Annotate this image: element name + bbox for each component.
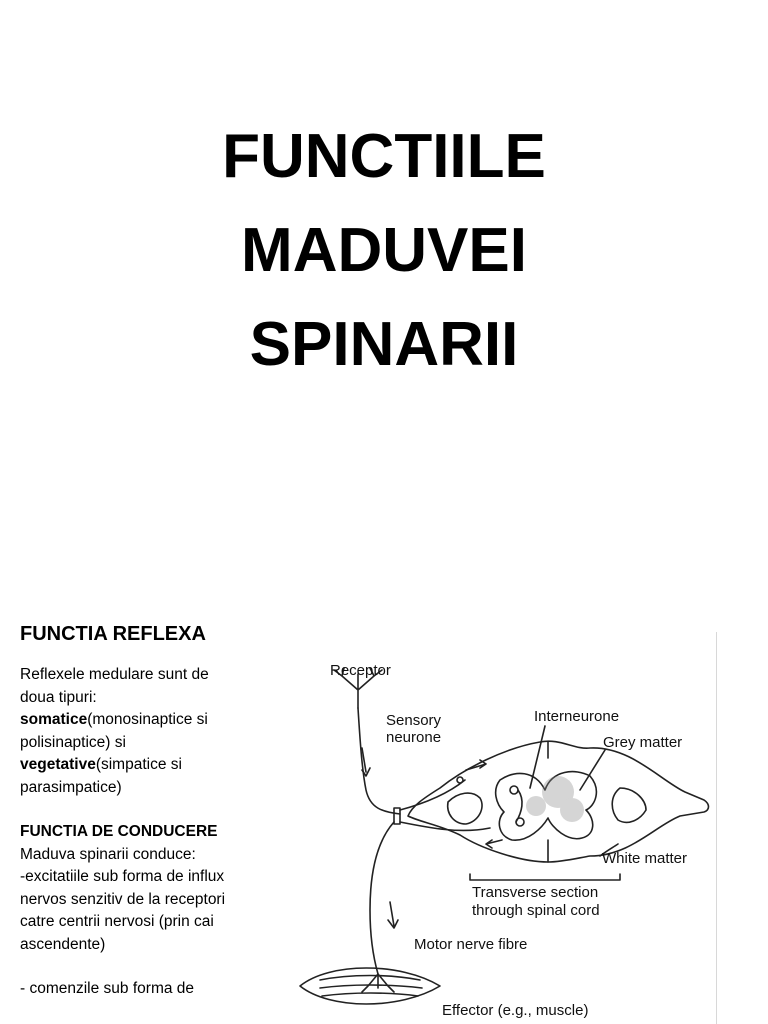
synapse-2	[515, 817, 525, 827]
spacer	[20, 956, 290, 978]
title-line-2: MADUVEI	[241, 216, 527, 285]
muscle-fibres	[319, 974, 423, 997]
reflex-line-6: parasimpatice)	[20, 778, 122, 796]
reflex-arc-drawing	[299, 667, 710, 1005]
conduction-line-3: nervos senzitiv de la receptori	[20, 890, 226, 908]
conduction-heading: FUNCTIA DE CONDUCERE	[20, 823, 218, 840]
conduction-line-4: catre centrii nervosi (prin cai	[20, 913, 214, 930]
label-white-matter: White matter	[602, 850, 688, 867]
conduction-line-6: - comenzile sub forma de	[20, 980, 195, 997]
nerve-root	[393, 807, 401, 825]
spinal-cord-outline	[407, 740, 710, 863]
title-line-1: FUNCTIILE	[222, 122, 546, 191]
label-effector: Effector (e.g., muscle)	[442, 1002, 589, 1019]
synapse-3	[456, 776, 464, 784]
section-bracket	[469, 873, 621, 881]
grey-matter-leader	[579, 749, 606, 791]
reflex-line-4: polisinaptice) si	[20, 733, 126, 751]
slide-title: FUNCTIILE MADUVEI SPINARII	[0, 110, 768, 392]
text-column: FUNCTIA REFLEXA Reflexele medulare sunt …	[20, 620, 290, 1001]
motor-end-plates	[361, 973, 395, 993]
sensory-neurone-fibre	[357, 707, 401, 815]
white-matter-left	[446, 792, 483, 825]
reflex-heading: FUNCTIA REFLEXA	[20, 623, 206, 645]
conduction-paragraph: FUNCTIA DE CONDUCERE Maduva spinarii con…	[20, 821, 290, 1001]
label-sensory-2: neurone	[386, 729, 442, 746]
inner-arrow-1	[465, 759, 487, 771]
reflex-line-5: vegetative(simpatice si	[20, 754, 290, 777]
spacer	[20, 799, 290, 821]
label-motor-nerve: Motor nerve fibre	[414, 936, 528, 953]
conduction-line-2: -excitatiile sub forma de influx	[20, 868, 225, 885]
motor-arrow	[387, 901, 399, 929]
grey-matter-outline	[494, 770, 598, 841]
reflex-line-3: somatice(monosinaptice si	[20, 709, 290, 732]
reflex-line-1: Reflexele medulare sunt de	[20, 666, 209, 683]
sensory-arrow	[361, 747, 371, 777]
label-grey-matter: Grey matter	[603, 734, 683, 751]
label-interneurone: Interneurone	[534, 708, 620, 725]
dorsal-root	[399, 779, 466, 811]
interneurone	[515, 789, 523, 823]
reflex-line-2: doua tipuri:	[20, 688, 97, 706]
somatic-term: somatice	[20, 711, 88, 728]
receptor-endings	[333, 667, 383, 709]
white-matter-leader	[599, 843, 619, 857]
reflex-paragraph: Reflexele medulare sunt de doua tipuri: …	[20, 664, 290, 799]
interneurone-leader	[529, 725, 546, 789]
title-line-3: SPINARII	[249, 310, 519, 379]
vegetative-detail: (simpatice si	[95, 756, 182, 773]
reflex-arc-diagram: Receptor Sensory neurone Interneurone Gr…	[290, 630, 720, 1024]
synapse-1	[509, 785, 519, 795]
vegetative-term: vegetative	[20, 756, 96, 773]
inner-arrow-2	[485, 839, 503, 849]
label-transverse-1: Transverse section	[472, 884, 599, 901]
effector-muscle	[299, 967, 441, 1005]
white-matter-right	[611, 787, 647, 824]
conduction-line-5: ascendente)	[20, 935, 106, 953]
label-sensory-1: Sensory	[386, 712, 442, 729]
conduction-line-1: Maduva spinarii conduce:	[20, 845, 196, 863]
motor-nerve-fibre	[369, 821, 395, 975]
label-transverse-2: through spinal cord	[472, 902, 600, 919]
somatic-detail: (monosinaptice si	[87, 711, 208, 728]
diagram-border	[716, 632, 717, 1024]
label-receptor: Receptor	[330, 662, 391, 679]
